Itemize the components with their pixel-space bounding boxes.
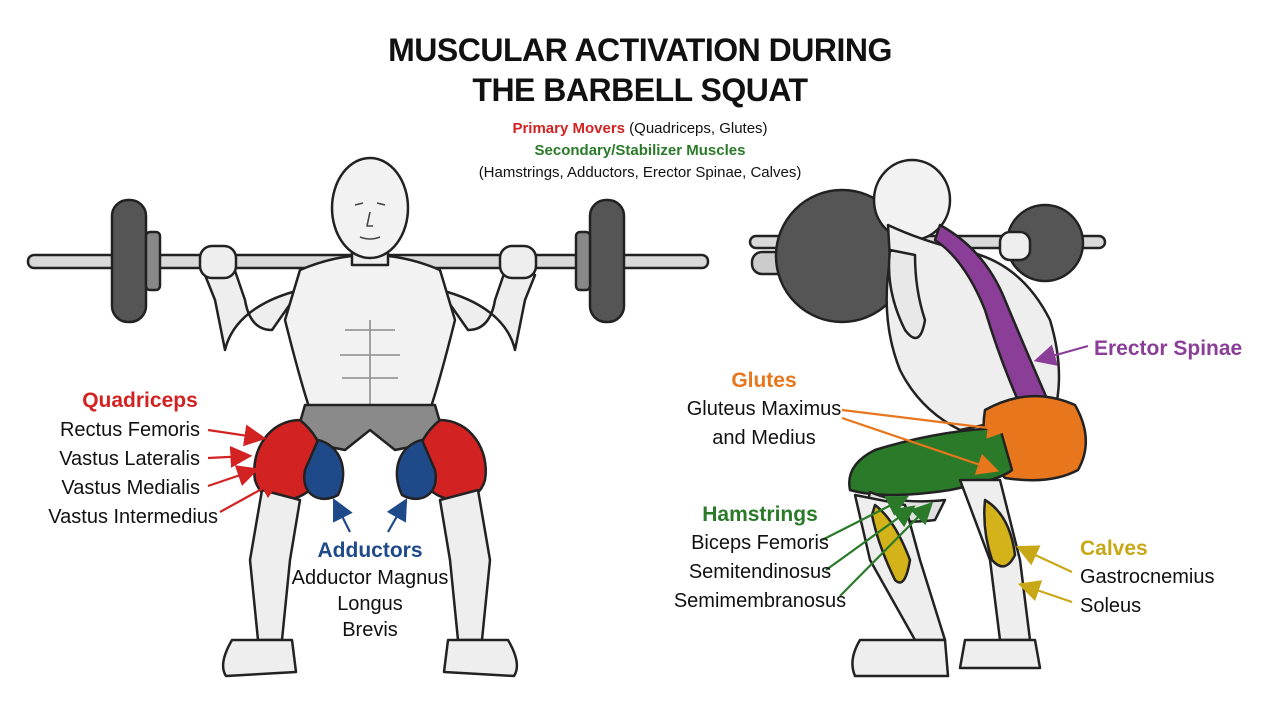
arrow-vastus-lateralis: [207, 445, 253, 468]
quadriceps-item: Rectus Femoris: [59, 419, 200, 441]
legend-primary: Primary Movers (Quadriceps, Glutes): [0, 118, 1280, 140]
erector-spinae-title: Erector Spinae: [1094, 337, 1243, 360]
legend: Primary Movers (Quadriceps, Glutes) Seco…: [0, 118, 1280, 184]
legend-secondary-detail: (Hamstrings, Adductors, Erector Spinae, …: [478, 164, 802, 181]
arrow-soleus: [1017, 580, 1073, 604]
arrow-vastus-intermedius: [219, 477, 282, 513]
legend-secondary-label: Secondary/Stabilizer Muscles: [534, 142, 746, 159]
quadriceps-labels: Quadriceps: [40, 386, 240, 415]
arrow-semitendinosus: [825, 505, 916, 571]
legend-primary-label: Primary Movers: [512, 120, 625, 137]
erector-spinae-labels: Erector Spinae: [1094, 334, 1264, 363]
arrow-semimembranosus: [839, 501, 934, 597]
arrow-adductors-left: [333, 498, 353, 533]
arrows: [207, 344, 1089, 604]
hamstrings-labels: Hamstrings Biceps Femoris Semitendinosus…: [660, 500, 860, 616]
arrow-vastus-medialis: [207, 465, 260, 488]
adductors-item: Brevis: [342, 619, 398, 641]
glutes-item: Gluteus Maximus: [686, 398, 842, 420]
hamstrings-item: Biceps Femoris: [691, 532, 829, 554]
calves-item: Gastrocnemius: [1080, 566, 1215, 588]
glutes-item: and Medius: [712, 427, 816, 449]
hamstrings-title: Hamstrings: [702, 503, 818, 526]
legend-primary-detail: (Quadriceps, Glutes): [629, 120, 768, 137]
hamstrings-item: Semimembranosus: [673, 590, 847, 612]
title-line-1: MUSCULAR ACTIVATION DURING: [388, 32, 892, 68]
arrow-rectus-femoris: [207, 424, 267, 447]
arrow-erector-spinae: [1033, 344, 1089, 366]
arrow-biceps-femoris: [821, 496, 909, 541]
quadriceps-title: Quadriceps: [82, 389, 198, 412]
quadriceps-item: Vastus Medialis: [61, 477, 200, 499]
title-line-2: THE BARBELL SQUAT: [472, 72, 808, 108]
legend-secondary: Secondary/Stabilizer Muscles: [0, 140, 1280, 162]
quadriceps-item: Vastus Lateralis: [59, 448, 200, 470]
quadriceps-items: Rectus Femoris Vastus Lateralis Vastus M…: [30, 416, 218, 532]
arrow-adductors-right: [386, 498, 408, 533]
glutes-labels: Glutes Gluteus Maximus and Medius: [664, 366, 864, 453]
front-view-figure: [26, 156, 710, 678]
adductors-item: Longus: [337, 593, 403, 615]
calves-title: Calves: [1080, 537, 1148, 560]
adductors-item: Adductor Magnus: [291, 567, 449, 589]
quadriceps-item: Vastus Intermedius: [48, 506, 218, 528]
glutes-title: Glutes: [731, 369, 797, 392]
arrow-gluteus-maximus: [841, 408, 1010, 439]
diagram-title: MUSCULAR ACTIVATION DURING THE BARBELL S…: [0, 30, 1280, 110]
arrow-gastrocnemius: [1016, 545, 1073, 573]
arrow-gluteus-medius: [841, 416, 1000, 475]
calves-item: Soleus: [1080, 595, 1142, 617]
adductors-title: Adductors: [317, 539, 423, 562]
hamstrings-item: Semitendinosus: [688, 561, 832, 583]
adductors-labels: Adductors Adductor Magnus Longus Brevis: [270, 536, 470, 643]
calves-labels: Calves Gastrocnemius Soleus: [1080, 534, 1240, 621]
